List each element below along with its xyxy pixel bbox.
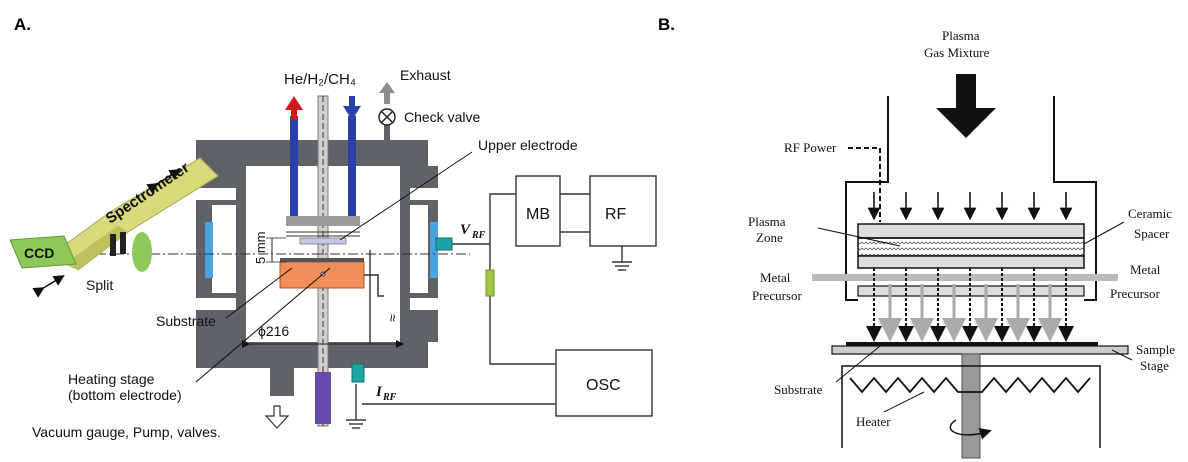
leader-lines bbox=[195, 151, 473, 383]
v-rf-sub: RF bbox=[471, 230, 486, 241]
split-label: Split bbox=[86, 277, 113, 293]
exhaust-label: Exhaust bbox=[400, 67, 451, 83]
vacuum-label: Vacuum gauge, Pump, valves. bbox=[32, 424, 221, 440]
gap-label: 5 mm bbox=[253, 232, 268, 265]
chamber-top-wall bbox=[196, 140, 428, 166]
gap-dimension: 5 mm bbox=[253, 232, 286, 265]
leader-lines-b bbox=[817, 221, 1133, 413]
plasma-flow-arrow-icon bbox=[936, 74, 996, 138]
panel-a-label: A. bbox=[14, 15, 31, 34]
v-rf-label: V RF bbox=[460, 222, 486, 241]
i-rf-sub: RF bbox=[382, 392, 397, 403]
osc-label: OSC bbox=[586, 377, 621, 394]
reactor-walls bbox=[845, 96, 1097, 301]
metal-right-label-2: Precursor bbox=[1110, 286, 1160, 301]
metal-precursor-bar bbox=[812, 274, 1118, 281]
check-valve-icon bbox=[378, 108, 396, 126]
plasma-label: Plasma bbox=[942, 28, 980, 43]
left-port-bore bbox=[212, 205, 236, 293]
diameter-label: ϕ216 bbox=[258, 323, 289, 339]
gas-label: He/H₂/CH₄ bbox=[284, 71, 356, 88]
rf-power-label: RF Power bbox=[784, 140, 837, 155]
heater-housing bbox=[841, 365, 1101, 448]
substrate-layer bbox=[846, 342, 1098, 346]
v-rf-probe bbox=[435, 237, 453, 251]
gas-in-arrow-icon bbox=[343, 96, 361, 120]
exhaust-arrow-icon bbox=[379, 82, 395, 104]
right-window bbox=[430, 222, 438, 278]
dotted-flow bbox=[866, 268, 1074, 342]
spectrometer: Spectrometer CCD Split bbox=[9, 157, 219, 298]
gas-mixture-label: Gas Mixture bbox=[924, 45, 990, 60]
metal-left-label-2: Precursor bbox=[752, 288, 802, 303]
upper-electrode-label: Upper electrode bbox=[478, 137, 578, 153]
panel-b-label: B. bbox=[658, 15, 675, 34]
ceramic-label-1: Ceramic bbox=[1128, 206, 1172, 221]
metal-left-label-1: Metal bbox=[760, 270, 791, 285]
heating-stage bbox=[279, 258, 384, 297]
diameter-dimension: ϕ216 ≈ bbox=[242, 314, 404, 348]
upper-electrode bbox=[286, 216, 360, 245]
ground-icon bbox=[346, 261, 632, 429]
check-valve-label: Check valve bbox=[404, 109, 480, 125]
resistor bbox=[485, 269, 495, 297]
plasma-zone bbox=[857, 223, 1085, 269]
i-rf-probe bbox=[351, 363, 365, 383]
left-window bbox=[205, 222, 213, 278]
mb-box: MB bbox=[515, 175, 561, 247]
rf-box: RF bbox=[589, 175, 657, 247]
gas-inlet-arrows bbox=[867, 192, 1073, 221]
ceramic-label-2: Spacer bbox=[1134, 226, 1170, 241]
chamber-bottom-wall bbox=[196, 342, 428, 368]
osc-box: OSC bbox=[555, 349, 653, 417]
metal-right-label-1: Metal bbox=[1130, 262, 1161, 277]
electrical bbox=[355, 193, 623, 405]
gas-out-arrow-icon bbox=[285, 96, 303, 120]
gas-lines bbox=[285, 82, 396, 216]
i-rf-text: I bbox=[375, 384, 383, 400]
sample-stage bbox=[831, 345, 1129, 355]
heating-stage-sub: (bottom electrode) bbox=[68, 387, 182, 403]
substrate-b-label: Substrate bbox=[774, 382, 823, 397]
heating-stage-label: Heating stage bbox=[68, 371, 155, 387]
panel-b: B. Plasma Gas Mixture RF Power bbox=[658, 15, 1175, 459]
bottom-feedthrough bbox=[315, 372, 331, 424]
plasma-zone-label-2: Zone bbox=[756, 230, 783, 245]
plasma-zone-label-1: Plasma bbox=[748, 214, 786, 229]
mb-label: MB bbox=[526, 206, 550, 223]
rf-power-line bbox=[848, 147, 881, 222]
rotation-arrow-icon bbox=[949, 419, 992, 440]
ccd-label: CCD bbox=[24, 245, 54, 261]
right-port-bore bbox=[410, 205, 428, 293]
i-rf-label: I RF bbox=[375, 384, 397, 403]
rf-label: RF bbox=[605, 206, 627, 223]
heater-label: Heater bbox=[856, 414, 891, 429]
stage-shaft bbox=[961, 353, 981, 459]
chamber-right-upper bbox=[410, 166, 438, 188]
sample-label-1: Sample bbox=[1136, 342, 1175, 357]
substrate-label: Substrate bbox=[156, 313, 216, 329]
grey-flow bbox=[878, 284, 1062, 342]
approx-symbol: ≈ bbox=[385, 314, 401, 322]
sample-label-2: Stage bbox=[1140, 358, 1169, 373]
panel-a: A. bbox=[9, 15, 657, 440]
chamber-right-lower bbox=[410, 310, 438, 342]
pump-arrow-icon bbox=[264, 405, 290, 429]
pump-port bbox=[270, 368, 294, 396]
v-rf-text: V bbox=[460, 222, 472, 238]
heater-coil bbox=[849, 376, 1091, 394]
